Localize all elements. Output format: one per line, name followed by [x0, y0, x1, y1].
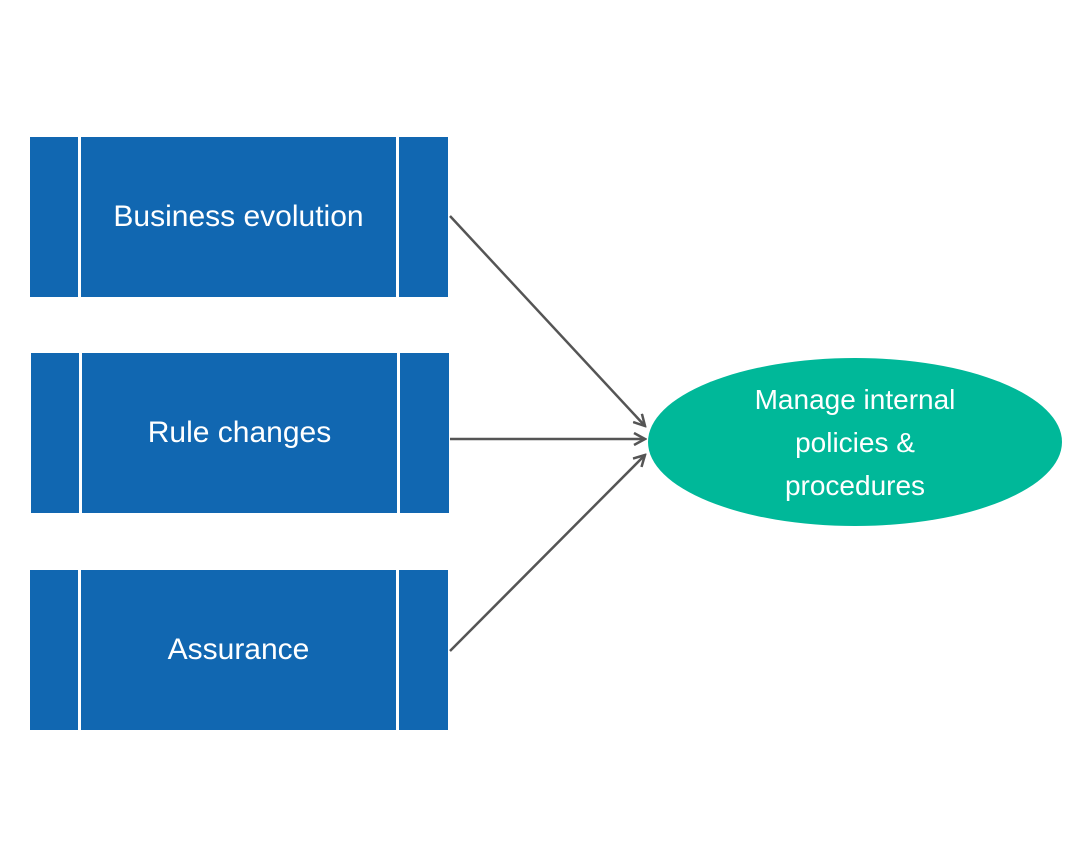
process-bar-right	[396, 137, 399, 297]
input-box-business-evolution: Business evolution	[30, 137, 448, 297]
process-bar-right	[397, 353, 400, 513]
process-bar-left	[78, 570, 81, 730]
process-bar-left	[79, 353, 82, 513]
input-label-business-evolution: Business evolution	[113, 200, 364, 233]
target-label: Manage internal policies & procedures	[754, 383, 956, 501]
arrow-business-evolution-to-target	[449, 215, 645, 426]
target-ellipse: Manage internal policies & procedures	[648, 358, 1062, 526]
process-bar-left	[78, 137, 81, 297]
arrow-assurance-to-target	[449, 455, 645, 652]
input-label-assurance: Assurance	[167, 633, 310, 666]
input-box-assurance: Assurance	[30, 570, 448, 730]
process-bar-right	[396, 570, 399, 730]
input-label-rule-changes: Rule changes	[147, 416, 332, 449]
input-box-rule-changes: Rule changes	[31, 353, 449, 513]
